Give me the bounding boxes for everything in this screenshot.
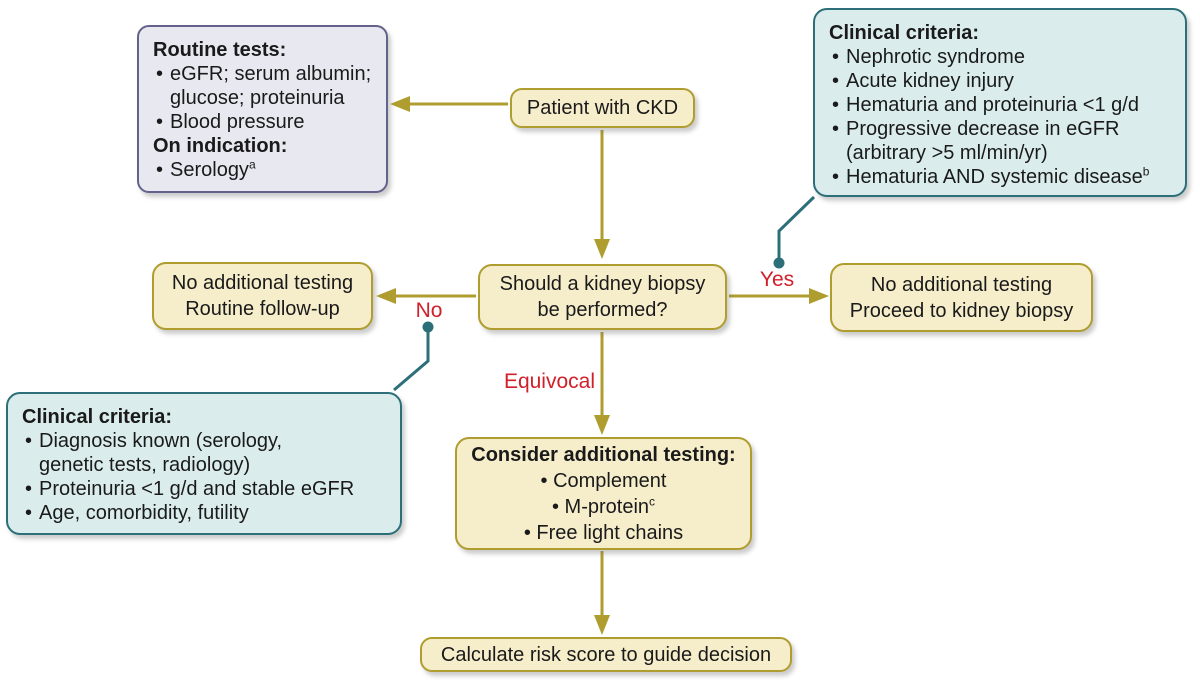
note-continuation: genetic tests, radiology) <box>39 454 251 476</box>
note-bullet: Age, comorbidity, futility <box>22 501 386 525</box>
note-continuation: (arbitrary >5 ml/min/yr) <box>846 142 1048 164</box>
connector-no-criteria <box>393 321 434 392</box>
note-bullet: Proteinuria <1 g/d and stable eGFR <box>22 477 386 501</box>
box-line: No additional testing <box>171 272 354 294</box>
equivocal-label: Equivocal <box>503 370 595 393</box>
note-bullet: Progressive decrease in eGFR <box>829 117 1171 141</box>
box-line: Routine follow-up <box>185 298 340 320</box>
routine-tests-note: Routine tests:eGFR; serum albumin;glucos… <box>137 25 388 193</box>
box-line: Calculate risk score to guide decision <box>440 643 772 666</box>
arrow-question-to-consider <box>594 332 610 435</box>
note-heading: Clinical criteria: <box>829 22 980 44</box>
box-line: Proceed to kidney biopsy <box>849 299 1074 322</box>
box-line: No additional testing <box>870 273 1053 296</box>
note-bullet: Acute kidney injury <box>829 69 1171 93</box>
box-line: be performed? <box>537 299 668 321</box>
note-bullet: Blood pressure <box>153 110 372 134</box>
note-bullet: Nephrotic syndrome <box>829 45 1171 69</box>
patient-ckd-box: Patient with CKD <box>510 88 695 128</box>
note-heading: Clinical criteria: <box>22 406 173 428</box>
clinical-criteria-no-note: Clinical criteria:Diagnosis known (serol… <box>6 392 402 535</box>
note-bullet: Complement <box>541 468 666 494</box>
arrow-patient-to-question <box>594 130 610 259</box>
arrow-patient-to-routine <box>390 96 508 112</box>
note-continuation: glucose; proteinuria <box>170 87 345 109</box>
yes-label: Yes <box>759 268 795 291</box>
box-line: Should a kidney biopsy <box>499 273 706 295</box>
note-bullet: Serologya <box>153 158 372 182</box>
clinical-criteria-yes-note: Clinical criteria:Nephrotic syndromeAcut… <box>813 8 1187 197</box>
no-branch-box: No additional testing Routine follow-up <box>152 262 373 330</box>
note-heading: Routine tests: <box>153 39 287 61</box>
consider-testing-box: Consider additional testing:ComplementM-… <box>455 437 752 550</box>
note-bullet: M-proteinc <box>552 494 655 520</box>
note-bullet: Diagnosis known (serology, <box>22 429 386 453</box>
connector-yes-criteria <box>773 195 816 269</box>
note-heading: Consider additional testing: <box>471 443 736 466</box>
note-bullet: Hematuria and proteinuria <1 g/d <box>829 93 1171 117</box>
note-bullet: Free light chains <box>524 520 683 546</box>
yes-branch-box: No additional testing Proceed to kidney … <box>830 263 1093 332</box>
note-bullet: eGFR; serum albumin; <box>153 62 372 86</box>
box-line: Patient with CKD <box>526 97 679 119</box>
note-heading: On indication: <box>153 135 288 157</box>
calculate-risk-box: Calculate risk score to guide decision <box>420 637 792 672</box>
biopsy-question-box: Should a kidney biopsy be performed? <box>478 264 727 330</box>
no-label: No <box>415 299 443 322</box>
note-bullet: Hematuria AND systemic diseaseb <box>829 165 1171 189</box>
arrow-consider-to-calculate <box>594 551 610 635</box>
